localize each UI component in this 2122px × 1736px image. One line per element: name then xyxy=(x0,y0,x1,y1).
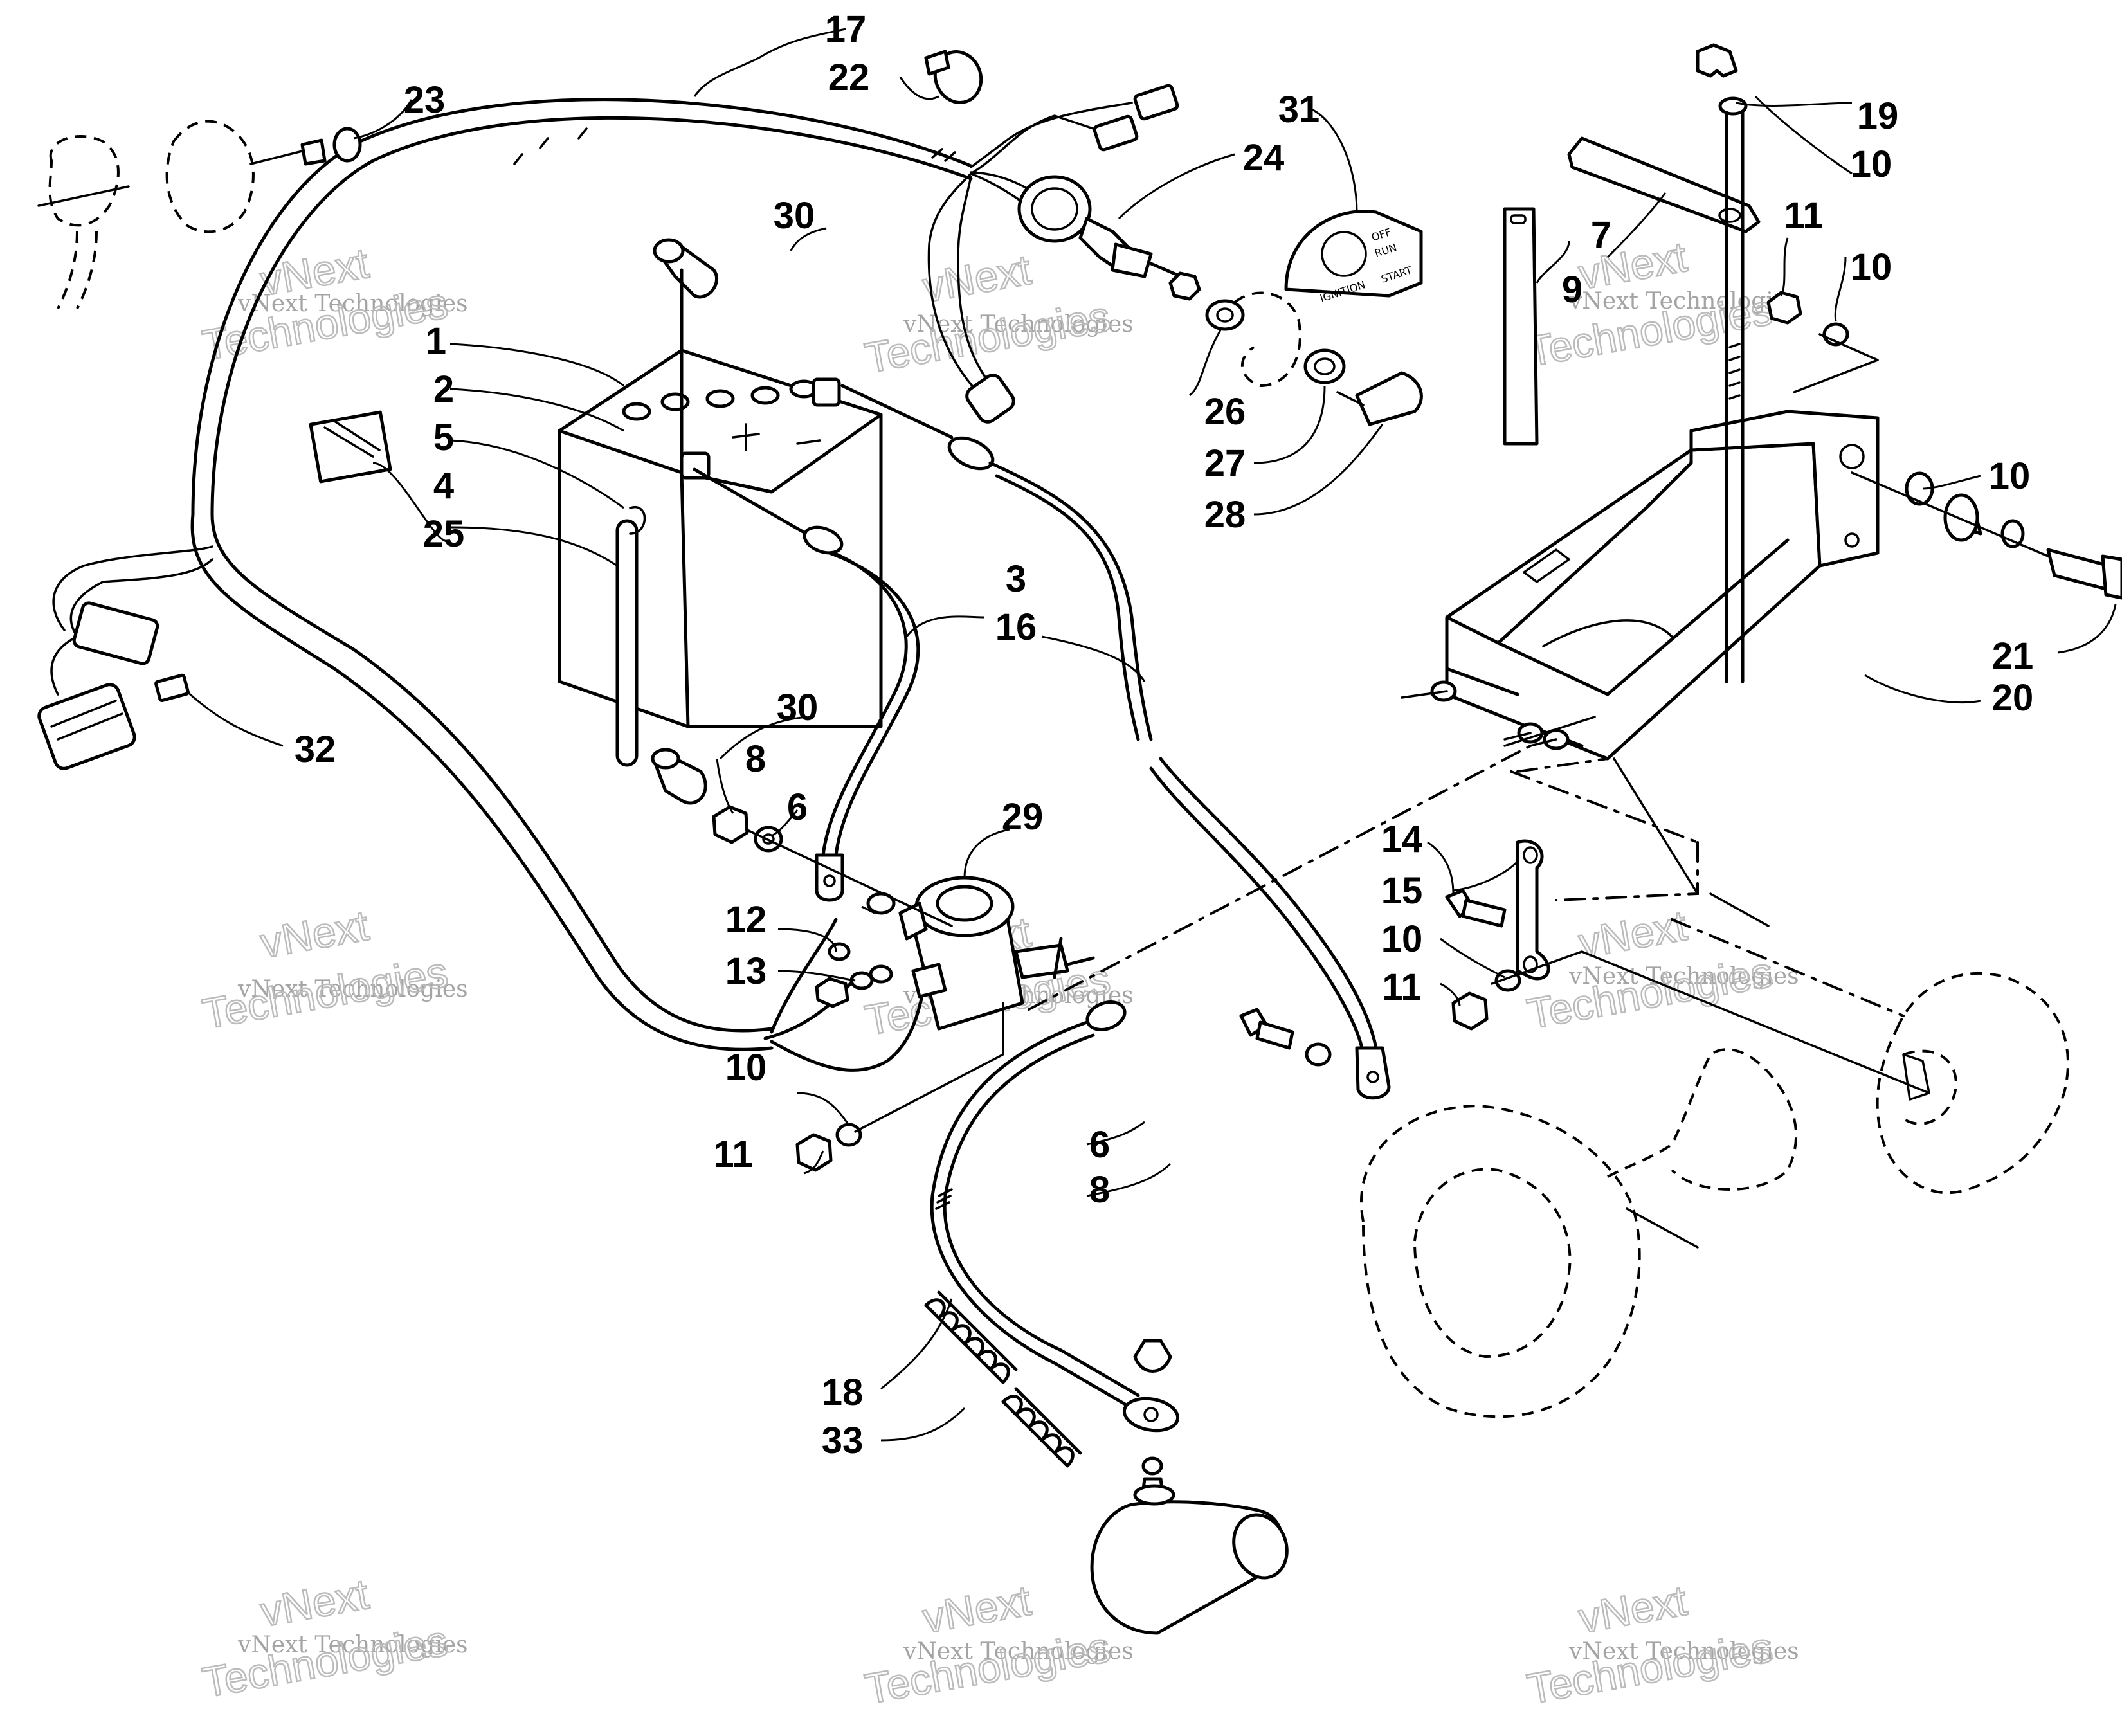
wiring-harness xyxy=(37,84,1179,1072)
callout-18: 18 xyxy=(822,1371,864,1413)
svg-text:Technologies: Technologies xyxy=(862,292,1114,382)
callout-23: 23 xyxy=(404,79,446,121)
watermark: vNext Technologies vNext Technologies xyxy=(1523,1575,1799,1713)
cable-clip xyxy=(924,50,983,104)
protective-springs xyxy=(924,1290,1082,1468)
svg-text:Technologies: Technologies xyxy=(862,1623,1114,1713)
watermark: vNext Technologies vNext Technologies xyxy=(860,244,1133,383)
callout-25: 25 xyxy=(423,513,465,555)
callout-30: 30 xyxy=(774,195,815,237)
starter-cable xyxy=(930,1000,1289,1635)
callout-9: 9 xyxy=(1562,269,1582,311)
ignition-plate: IGNITION START OFF RUN xyxy=(1284,210,1423,305)
svg-text:vNext Technologies: vNext Technologies xyxy=(1568,1638,1799,1665)
svg-text:vNext Technologies: vNext Technologies xyxy=(1568,963,1799,990)
callout-10: 10 xyxy=(1989,455,2031,497)
svg-text:vNext: vNext xyxy=(1575,1577,1691,1642)
leader-lines xyxy=(185,28,2117,1442)
reference-lines xyxy=(37,120,2069,1418)
callout-8: 8 xyxy=(1089,1169,1110,1211)
callout-4: 4 xyxy=(433,465,454,507)
callout-26: 26 xyxy=(1204,391,1246,433)
callout-32: 32 xyxy=(295,728,336,770)
svg-text:vNext Technologies: vNext Technologies xyxy=(903,1638,1134,1665)
battery-tray xyxy=(1401,410,1880,761)
callout-labels: 1 2 3 4 5 6 6 7 8 8 9 10 10 10 10 10 11 … xyxy=(295,8,2034,1461)
callout-15: 15 xyxy=(1381,870,1423,912)
callout-11: 11 xyxy=(1784,195,1823,237)
svg-text:Technologies: Technologies xyxy=(199,1616,451,1706)
callout-30: 30 xyxy=(777,687,819,728)
ignition-switch-assembly: IGNITION START OFF RUN xyxy=(1017,175,1423,426)
callout-5: 5 xyxy=(433,417,454,458)
callout-10: 10 xyxy=(725,1047,767,1089)
watermark: vNext Technologies vNext Technologies xyxy=(1523,900,1799,1038)
watermark: vNext Technologies vNext Technologies xyxy=(198,1569,468,1707)
callout-11: 11 xyxy=(1382,966,1421,1008)
callout-33: 33 xyxy=(822,1420,864,1461)
callout-22: 22 xyxy=(828,57,870,98)
watermark: vNext Technologies vNext Technologies xyxy=(860,1575,1134,1713)
svg-text:vNext Technologies: vNext Technologies xyxy=(237,1632,468,1658)
svg-text:vNext: vNext xyxy=(920,1577,1035,1642)
svg-text:Technologies: Technologies xyxy=(199,948,451,1038)
mounting-bracket xyxy=(1239,839,1930,1094)
svg-text:vNext: vNext xyxy=(257,901,372,967)
callout-10: 10 xyxy=(1851,246,1892,288)
callout-7: 7 xyxy=(1591,214,1611,256)
svg-text:Technologies: Technologies xyxy=(1524,948,1776,1038)
svg-text:Technologies: Technologies xyxy=(1524,1623,1776,1713)
ground-cable xyxy=(840,384,1391,1100)
screw xyxy=(249,127,362,166)
callout-11: 11 xyxy=(713,1134,752,1175)
callout-21: 21 xyxy=(1992,635,2034,677)
callout-27: 27 xyxy=(1204,442,1246,484)
callout-20: 20 xyxy=(1992,677,2034,719)
battery xyxy=(309,348,883,767)
callout-6: 6 xyxy=(1089,1124,1110,1166)
battery-caps xyxy=(622,379,819,421)
callout-31: 31 xyxy=(1278,89,1320,131)
callout-10: 10 xyxy=(1381,918,1423,960)
svg-text:vNext Technologies: vNext Technologies xyxy=(1568,288,1799,314)
fasteners-right xyxy=(1503,43,2122,683)
callout-28: 28 xyxy=(1204,494,1246,536)
callout-2: 2 xyxy=(433,368,454,410)
starter-solenoid xyxy=(815,876,1095,1031)
callout-24: 24 xyxy=(1243,137,1285,179)
callout-29: 29 xyxy=(1002,796,1044,838)
callout-17: 17 xyxy=(825,8,867,50)
svg-text:vNext Technologies: vNext Technologies xyxy=(237,976,468,1002)
callout-16: 16 xyxy=(995,606,1037,648)
callout-10: 10 xyxy=(1851,143,1892,185)
callout-6: 6 xyxy=(787,786,808,828)
svg-text:vNext Technologies: vNext Technologies xyxy=(237,291,468,317)
watermark: vNext Technologies vNext Technologies xyxy=(198,900,468,1038)
svg-text:vNext: vNext xyxy=(920,246,1035,311)
svg-text:vNext: vNext xyxy=(257,1570,372,1636)
callout-12: 12 xyxy=(725,899,767,941)
callout-3: 3 xyxy=(1006,558,1026,600)
callout-13: 13 xyxy=(725,950,767,992)
callout-1: 1 xyxy=(426,320,446,362)
callout-14: 14 xyxy=(1381,818,1423,860)
callout-8: 8 xyxy=(745,738,766,780)
terminal-boots xyxy=(651,238,719,805)
callout-19: 19 xyxy=(1857,95,1899,137)
